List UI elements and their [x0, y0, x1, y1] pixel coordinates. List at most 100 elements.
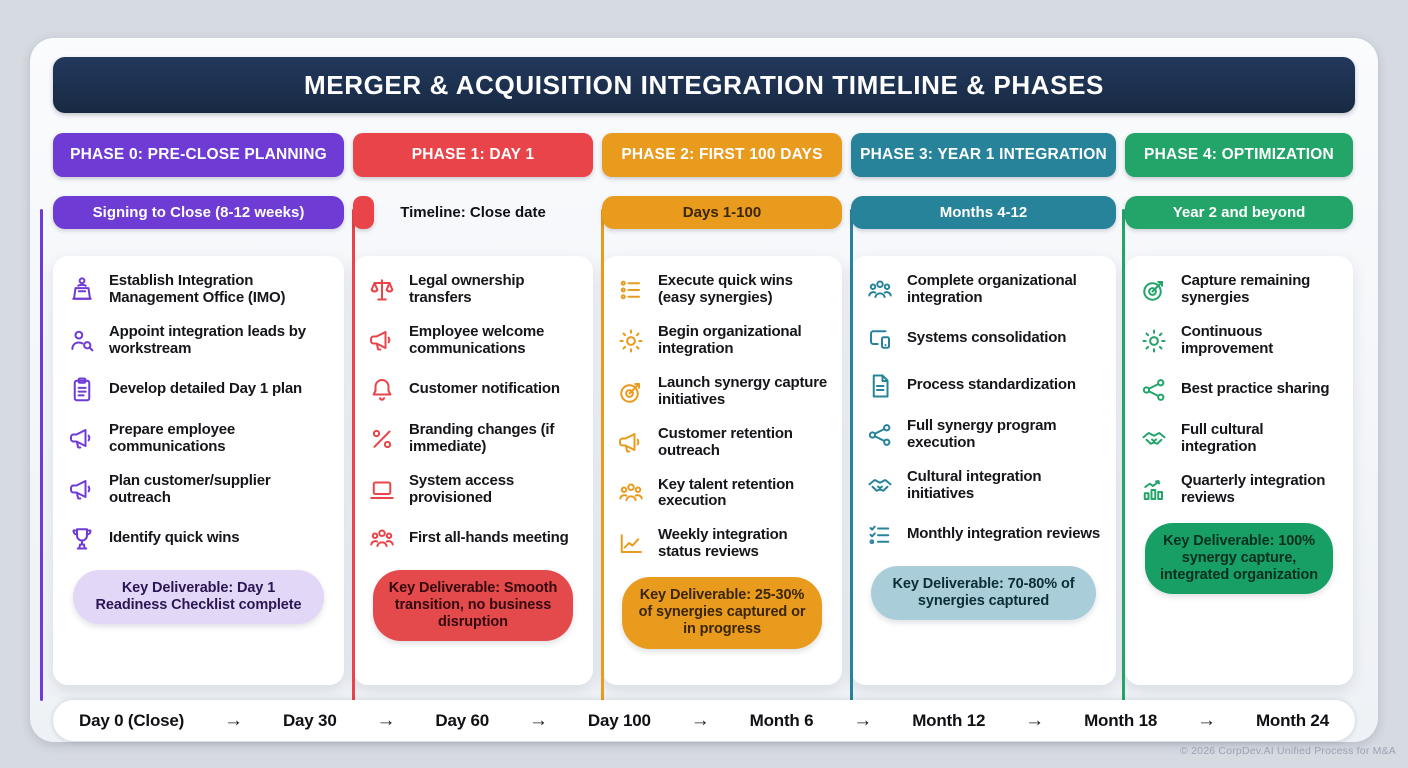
- task-item: Full cultural integration: [1139, 420, 1339, 456]
- phase-header: PHASE 3: YEAR 1 INTEGRATION: [851, 133, 1116, 177]
- timeline-milestone: Month 24: [1255, 710, 1329, 730]
- key-deliverable: Key Deliverable: Smooth transition, no b…: [373, 569, 573, 641]
- task-item: First all-hands meeting: [367, 524, 579, 554]
- task-item: Capture remaining synergies: [1139, 272, 1339, 307]
- key-deliverable: Key Deliverable: 100% synergy capture, i…: [1145, 522, 1333, 594]
- phase-timeline: Signing to Close (8-12 weeks): [53, 196, 344, 229]
- task-label: Begin organizational integration: [658, 322, 802, 357]
- key-deliverable: Key Deliverable: 70-80% of synergies cap…: [871, 565, 1096, 620]
- task-item: Systems consolidation: [865, 324, 1102, 354]
- gear-icon: [616, 326, 646, 356]
- phase-timeline: Days 1-100: [602, 196, 842, 229]
- key-deliverable: Key Deliverable: Day 1 Readiness Checkli…: [73, 569, 324, 624]
- phase-column: PHASE 3: YEAR 1 INTEGRATION Months 4-12 …: [850, 133, 1116, 701]
- task-label: Quarterly integration reviews: [1181, 471, 1326, 506]
- task-item: Employee welcome communications: [367, 323, 579, 358]
- task-item: Develop detailed Day 1 plan: [67, 375, 330, 405]
- task-label: Full synergy program execution: [907, 416, 1057, 451]
- target-icon: [1139, 275, 1169, 305]
- task-item: Customer retention outreach: [616, 424, 828, 460]
- timeline-milestone: Month 18: [1084, 710, 1158, 730]
- task-label: Establish Integration Management Office …: [109, 272, 286, 306]
- task-item: Appoint integration leads by workstream: [67, 322, 330, 358]
- share-icon: [865, 420, 895, 450]
- phase-items: Legal ownership transfers Employee welco…: [367, 272, 579, 554]
- phase-card: Complete organizational integration Syst…: [851, 256, 1116, 685]
- bar-chart-icon: [1139, 475, 1169, 505]
- task-label: Process standardization: [907, 376, 1076, 394]
- task-item: Branding changes (if immediate): [367, 421, 579, 456]
- task-item: Key talent retention execution: [616, 476, 828, 511]
- phase-column: PHASE 0: PRE-CLOSE PLANNING Signing to C…: [40, 133, 344, 701]
- page-title: MERGER & ACQUISITION INTEGRATION TIMELIN…: [53, 57, 1355, 113]
- phase-card: Establish Integration Management Office …: [53, 256, 344, 685]
- task-label: Best practice sharing: [1181, 380, 1330, 398]
- task-item: Legal ownership transfers: [367, 272, 579, 307]
- task-item: Plan customer/supplier outreach: [67, 472, 330, 507]
- task-label: Customer retention outreach: [658, 424, 793, 459]
- task-label: Legal ownership transfers: [409, 272, 525, 306]
- task-item: System access provisioned: [367, 471, 579, 507]
- task-item: Complete organizational integration: [865, 272, 1102, 307]
- megaphone-icon: [67, 475, 97, 505]
- timeline-milestone: Day 60: [435, 710, 490, 730]
- podium-icon: [67, 275, 97, 305]
- phase-column: PHASE 2: FIRST 100 DAYS Days 1-100 Execu…: [601, 133, 842, 701]
- task-label: Weekly integration status reviews: [658, 526, 788, 561]
- phase-header: PHASE 0: PRE-CLOSE PLANNING: [53, 133, 344, 177]
- timeline-tab: [353, 196, 374, 229]
- task-label: Prepare employee communications: [109, 420, 236, 455]
- phase-connector-line: [40, 209, 43, 701]
- people-icon: [865, 275, 895, 305]
- list-icon: [616, 275, 646, 305]
- phase-items: Complete organizational integration Syst…: [865, 272, 1102, 550]
- arrow-right-icon: →: [528, 709, 548, 731]
- task-label: Identify quick wins: [109, 529, 240, 547]
- target-icon: [616, 377, 646, 407]
- task-label: Systems consolidation: [907, 329, 1067, 347]
- arrow-right-icon: →: [690, 709, 710, 731]
- people-icon: [616, 478, 646, 508]
- handshake-icon: [865, 471, 895, 501]
- phase-columns: PHASE 0: PRE-CLOSE PLANNING Signing to C…: [40, 133, 1355, 701]
- trophy-icon: [67, 524, 97, 554]
- phase-header: PHASE 2: FIRST 100 DAYS: [602, 133, 842, 177]
- megaphone-icon: [67, 424, 97, 454]
- task-label: Capture remaining synergies: [1181, 272, 1311, 306]
- timeline-milestone: Month 12: [912, 710, 986, 730]
- phase-items: Capture remaining synergies Continuous i…: [1139, 272, 1339, 507]
- phase-items: Establish Integration Management Office …: [67, 272, 330, 554]
- task-item: Weekly integration status reviews: [616, 526, 828, 561]
- devices-icon: [865, 324, 895, 354]
- phase-connector-line: [1122, 209, 1125, 701]
- task-label: Cultural integration initiatives: [907, 467, 1042, 502]
- task-item: Cultural integration initiatives: [865, 467, 1102, 503]
- arrow-right-icon: →: [853, 709, 873, 731]
- task-label: System access provisioned: [409, 471, 514, 506]
- timeline-label: Timeline: Close date: [400, 204, 546, 221]
- task-item: Identify quick wins: [67, 524, 330, 554]
- task-item: Quarterly integration reviews: [1139, 471, 1339, 507]
- arrow-right-icon: →: [224, 709, 244, 731]
- megaphone-icon: [616, 428, 646, 458]
- phase-column: PHASE 4: OPTIMIZATION Year 2 and beyond …: [1122, 133, 1353, 701]
- phase-connector-line: [601, 209, 604, 701]
- timeline-label: Signing to Close (8-12 weeks): [92, 204, 305, 221]
- key-deliverable: Key Deliverable: 25-30% of synergies cap…: [622, 577, 822, 649]
- person-search-icon: [67, 326, 97, 356]
- timeline-label: Months 4-12: [939, 204, 1028, 221]
- phase-connector-line: [850, 209, 853, 701]
- task-label: Develop detailed Day 1 plan: [109, 380, 302, 398]
- task-item: Execute quick wins (easy synergies): [616, 272, 828, 307]
- task-item: Launch synergy capture initiatives: [616, 374, 828, 409]
- timeline-milestone: Day 100: [587, 710, 651, 730]
- clipboard-icon: [67, 375, 97, 405]
- people-icon: [367, 524, 397, 554]
- copyright-note: © 2026 CorpDev.AI Unified Process for M&…: [1180, 745, 1396, 757]
- task-label: Full cultural integration: [1181, 420, 1264, 455]
- timeline-bar: Day 0 (Close)→Day 30→Day 60→Day 100→Mont…: [53, 700, 1355, 741]
- task-label: Appoint integration leads by workstream: [109, 322, 306, 357]
- phase-card: Execute quick wins (easy synergies) Begi…: [602, 256, 842, 685]
- timeline-milestone: Day 0 (Close): [79, 710, 185, 730]
- infographic-panel: MERGER & ACQUISITION INTEGRATION TIMELIN…: [30, 38, 1378, 742]
